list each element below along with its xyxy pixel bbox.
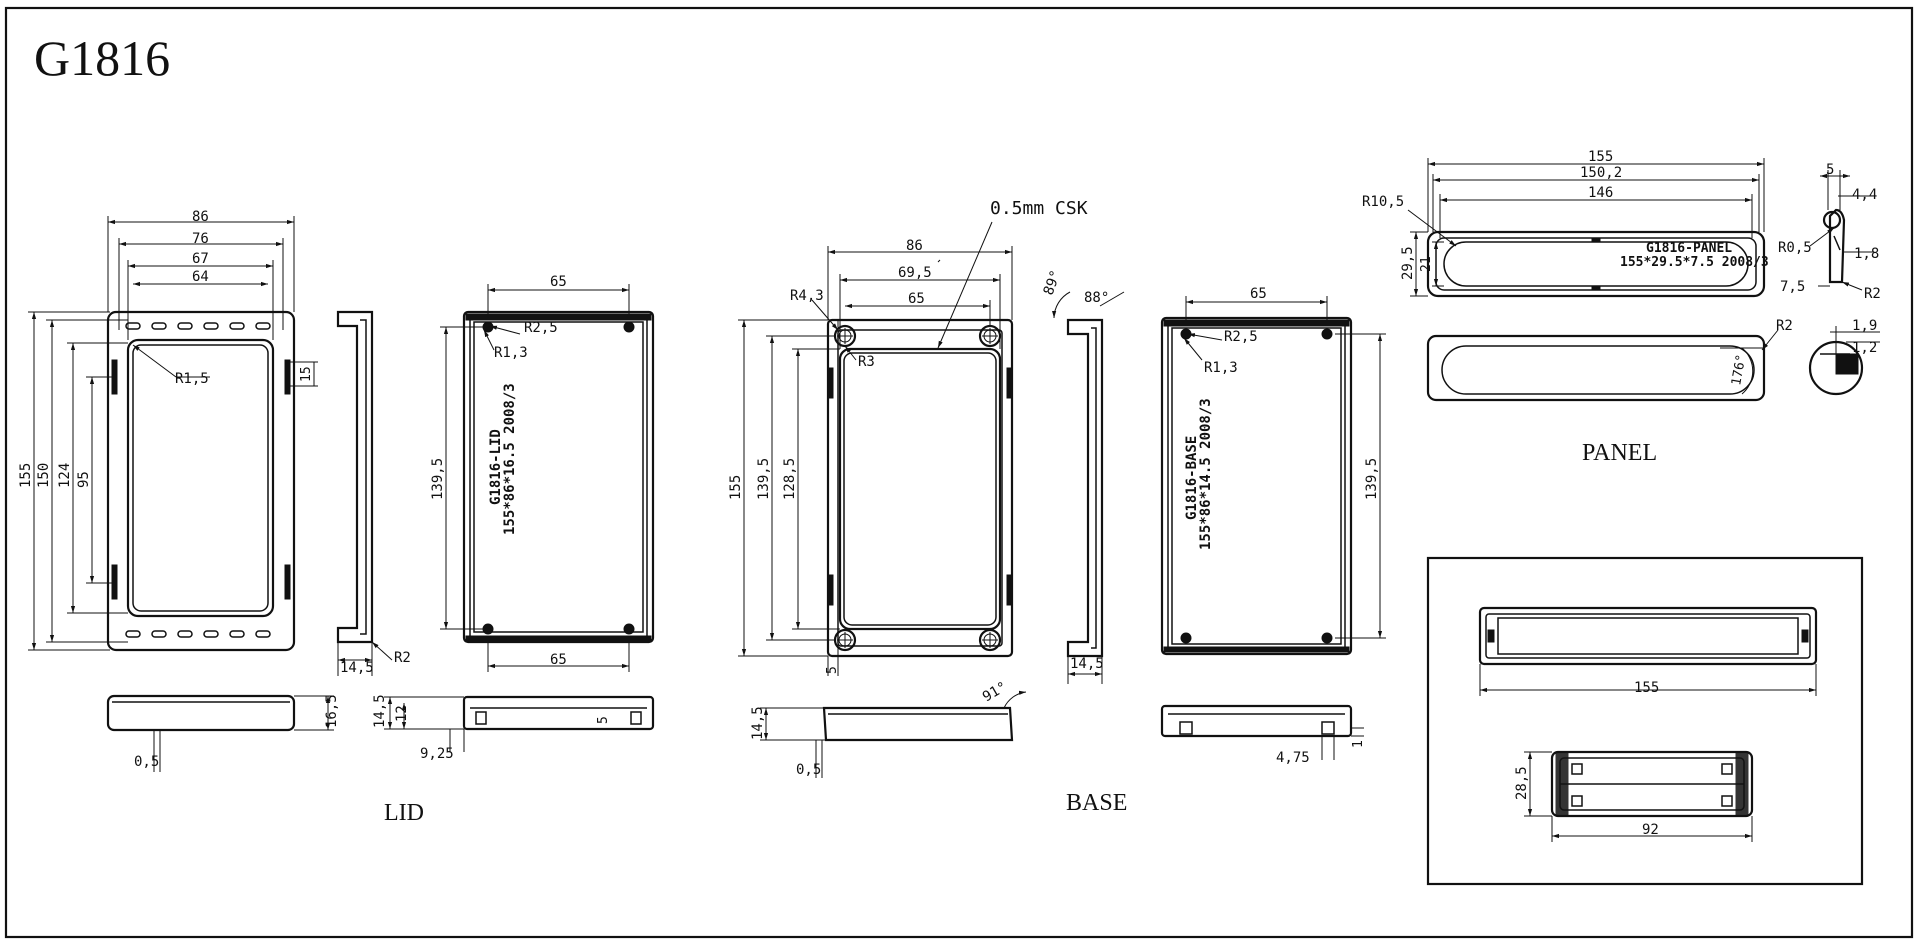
base-side-profile: 14,5 89° 88°	[1041, 268, 1125, 684]
assembly-top-view: 155	[1478, 606, 1818, 696]
panel-front-r2: R2	[1776, 318, 1793, 334]
panel-top-view: 155 150,2 146 29,5 21 R10,5 G1816-PANEL …	[1362, 149, 1769, 298]
lid-front-view: 16,5 0,5	[106, 694, 340, 772]
panel-dim-155: 155	[1588, 149, 1613, 165]
base-inner-dim-1395: 139,5	[1364, 458, 1380, 500]
base-inner-view: 65 139,5 R2,5 R1,3 G1816-BASE 155*86*14.…	[1160, 286, 1386, 656]
lid-dim-67: 67	[192, 251, 209, 267]
assembly-dim-155: 155	[1634, 680, 1659, 696]
base-label: BASE	[1066, 790, 1127, 816]
lid-stamp-line1: G1816-LID	[488, 429, 504, 505]
assembly-end-view: 28,5 92	[1514, 750, 1754, 842]
lid-front-dim-165: 16,5	[324, 694, 340, 728]
base-csk-note: 0.5mm CSK	[990, 198, 1088, 219]
panel-detail-dim-5: 5	[1826, 162, 1834, 178]
base-inner-r25: R2,5	[1224, 329, 1258, 345]
panel-stamp-line2: 155*29.5*7.5 2008/3	[1620, 255, 1769, 270]
base-screw-holes	[833, 324, 1002, 652]
panel-stamp-line1: G1816-PANEL	[1646, 241, 1732, 256]
panel-circle-dim-12: 1,2	[1852, 340, 1877, 356]
lid-side-dim-145: 14,5	[340, 660, 374, 676]
base-side-angle-89: 89°	[1041, 268, 1065, 297]
panel-circle-detail: 1,9 1,2 PANEL	[1582, 318, 1880, 466]
base-stamp-line2: 155*86*14.5 2008/3	[1198, 398, 1214, 550]
base-dim-86: 86	[906, 238, 923, 254]
base-inner-r13: R1,3	[1204, 360, 1238, 376]
panel-front-angle-176: 176°	[1729, 353, 1749, 386]
base-dim-1285: 128,5	[782, 458, 798, 500]
lid-section-dim-5: 5	[596, 716, 611, 724]
assembly-dim-92: 92	[1642, 822, 1659, 838]
base-inner-dim-65: 65	[1250, 286, 1267, 302]
lid-dim-150: 150	[36, 463, 52, 488]
panel-detail-dim-18: 1,8	[1854, 246, 1879, 262]
base-front-view: 14,5 0,5 91° BASE	[750, 679, 1127, 816]
lid-section-dim-145: 14,5	[372, 694, 388, 728]
base-front-dim-145: 14,5	[750, 706, 766, 740]
lid-inner-r25: R2,5	[524, 320, 558, 336]
base-section-dim-475: 4,75	[1276, 750, 1310, 766]
panel-dim-295: 29,5	[1400, 246, 1416, 280]
base-dim-5: 5	[825, 666, 840, 674]
lid-dim-64: 64	[192, 269, 209, 285]
panel-detail-dim-44: 4,4	[1852, 187, 1877, 203]
lid-section-view: 14,5 12 9,25 5 LID	[372, 694, 655, 826]
base-stamp-line1: G1816-BASE	[1184, 436, 1200, 520]
base-radius-r43: R4,3	[790, 288, 824, 304]
lid-dim-124: 124	[57, 463, 73, 488]
lid-side-r2: R2	[394, 650, 411, 666]
lid-dim-155: 155	[18, 463, 34, 488]
lid-inner-dim-1395: 139,5	[430, 458, 446, 500]
lid-front-dim-05: 0,5	[134, 754, 159, 770]
base-section-view: 4,75 1	[1160, 704, 1366, 766]
base-section-dim-1: 1	[1351, 740, 1366, 748]
panel-circle-dim-19: 1,9	[1852, 318, 1877, 334]
base-side-angle-88: 88°	[1084, 290, 1109, 306]
base-plan-view: 86 69,5 65 155 139,5 128,5 5 R4,3 R3 0.5…	[728, 198, 1088, 676]
lid-inner-view: 65 65 139,5 R2,5 R1,3 G1816-LID 155*86*1…	[430, 274, 655, 672]
drawing-title: G1816	[34, 30, 170, 86]
panel-front-view: R2 176°	[1426, 318, 1793, 402]
lid-side-profile: 14,5 R2	[336, 310, 411, 676]
panel-dim-1502: 150,2	[1580, 165, 1622, 181]
base-dim-155: 155	[728, 475, 744, 500]
assembly-box: 155 28,5 92	[1426, 556, 1864, 886]
lid-dim-95: 95	[76, 471, 92, 488]
panel-detail-r05: R0,5	[1778, 240, 1812, 256]
lid-inner-dim-65-bottom: 65	[550, 652, 567, 668]
panel-edge-detail: 5 4,4 R0,5 1,8 7,5 R2	[1778, 162, 1881, 302]
lid-inner-r13: R1,3	[494, 345, 528, 361]
panel-dim-146: 146	[1588, 185, 1613, 201]
lid-plan-view: 86 76 67 64 155 150 124 95 R1,5 15	[18, 209, 318, 652]
lid-dim-15: 15	[299, 366, 314, 382]
lid-section-dim-12: 12	[394, 705, 410, 722]
lid-inner-dim-65-top: 65	[550, 274, 567, 290]
base-front-dim-05: 0,5	[796, 762, 821, 778]
panel-radius-r105: R10,5	[1362, 194, 1404, 210]
assembly-dim-285: 28,5	[1514, 766, 1530, 800]
panel-dim-21: 21	[1419, 256, 1434, 272]
lid-dim-86: 86	[192, 209, 209, 225]
lid-section-dim-925: 9,25	[420, 746, 454, 762]
panel-detail-dim-75: 7,5	[1780, 279, 1805, 295]
lid-label: LID	[384, 800, 424, 826]
base-side-dim-145: 14,5	[1070, 656, 1104, 672]
base-dim-695: 69,5	[898, 265, 932, 281]
base-dim-1395: 139,5	[756, 458, 772, 500]
panel-label: PANEL	[1582, 440, 1657, 466]
panel-detail-r2: R2	[1864, 286, 1881, 302]
lid-dim-76: 76	[192, 231, 209, 247]
base-front-angle-91: 91°	[980, 679, 1010, 706]
base-dim-65: 65	[908, 291, 925, 307]
lid-radius-r15: R1,5	[175, 371, 209, 387]
sheet-border	[4, 6, 1914, 939]
base-radius-r3: R3	[858, 354, 875, 370]
lid-stamp-line2: 155*86*16.5 2008/3	[502, 383, 518, 535]
